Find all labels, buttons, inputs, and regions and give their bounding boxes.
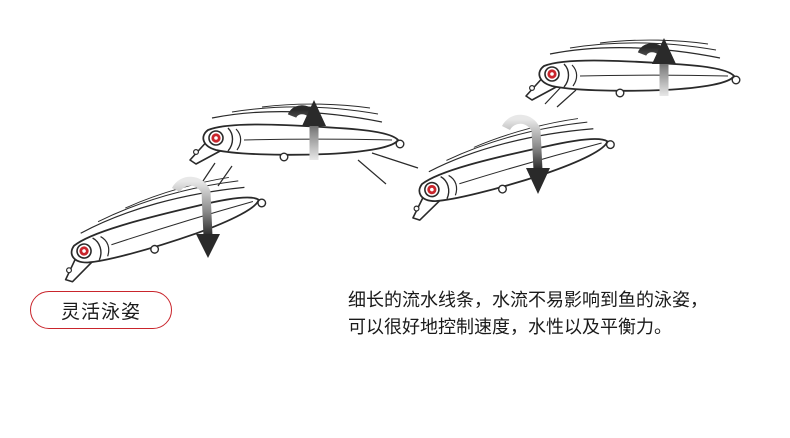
fishing-lure-icon [402, 123, 621, 223]
fishing-lure-icon [189, 123, 405, 165]
feature-badge-label: 灵活泳姿 [60, 300, 141, 323]
path-connector [202, 162, 233, 187]
rotation-arrow-icon [171, 176, 220, 258]
fishing-lure-icon [525, 59, 741, 101]
lure-1 [54, 169, 273, 285]
rotation-arrow-icon [637, 38, 676, 96]
fishing-lure-icon [54, 182, 273, 285]
feature-badge: 灵活泳姿 [30, 291, 172, 329]
feature-description: 细长的流水线条，水流不易影响到鱼的泳姿， 可以很好地控制速度，水性以及平衡力。 [348, 287, 788, 341]
rotation-arrow-icon [501, 114, 550, 194]
path-connector [544, 85, 577, 108]
rotation-arrow-icon [287, 100, 326, 160]
path-connector [357, 152, 419, 185]
description-line-1: 细长的流水线条，水流不易影响到鱼的泳姿， [348, 290, 708, 311]
description-line-2: 可以很好地控制速度，水性以及平衡力。 [348, 317, 672, 338]
